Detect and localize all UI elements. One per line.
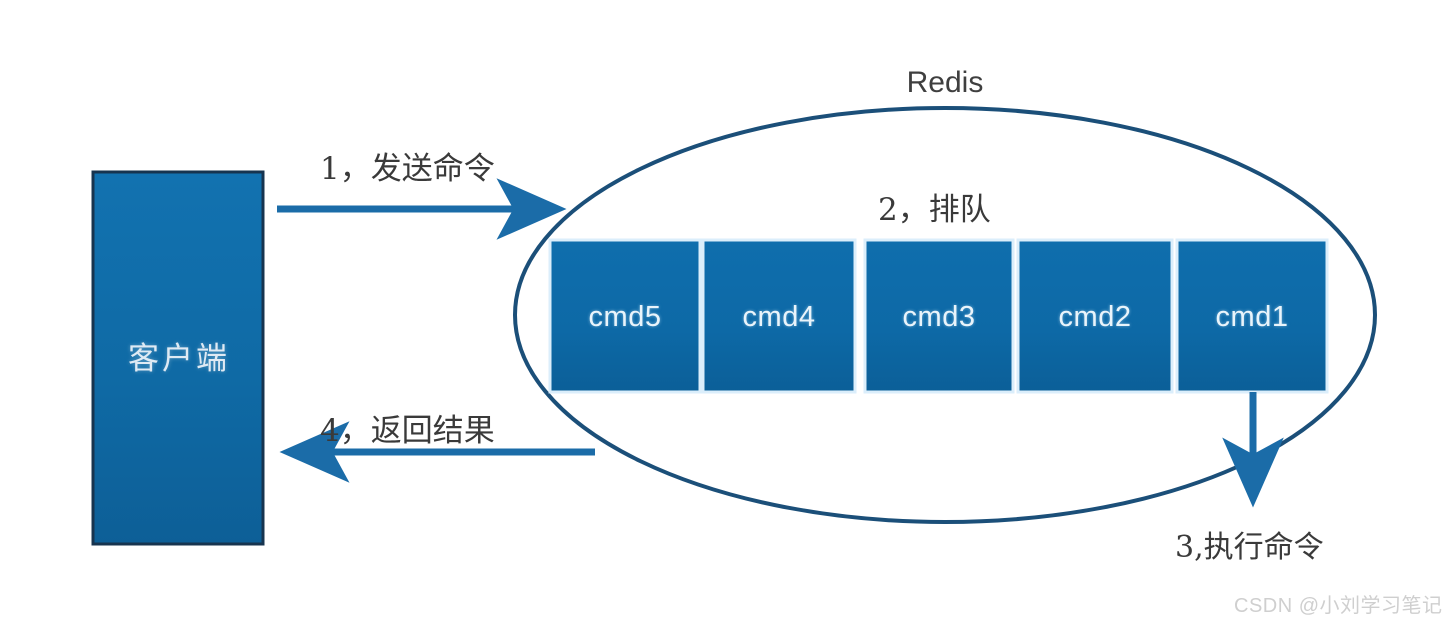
- client-box-label: 客户端: [128, 341, 230, 377]
- cmd-label-cmd2: cmd2: [1058, 301, 1132, 333]
- redis-boundary-ellipse: [513, 106, 1377, 524]
- cmd-label-cmd3: cmd3: [902, 301, 976, 333]
- step-1-label: 1，发送命令: [320, 151, 495, 187]
- cmd-box-cmd4[interactable]: [701, 238, 857, 394]
- redis-title: Redis: [906, 66, 984, 99]
- client-box[interactable]: [91, 170, 265, 546]
- cmd-box-cmd5[interactable]: [548, 238, 702, 394]
- step-3-label: 3,执行命令: [1175, 530, 1324, 565]
- cmd-label-cmd5: cmd5: [588, 301, 662, 333]
- csdn-watermark: CSDN @小刘学习笔记: [1234, 595, 1443, 617]
- cmd-box-cmd1[interactable]: [1175, 238, 1329, 394]
- cmd-label-cmd1: cmd1: [1215, 301, 1289, 333]
- cmd-box-cmd3[interactable]: [863, 238, 1015, 394]
- step-2-label: 2，排队: [878, 192, 991, 228]
- cmd-box-cmd2[interactable]: [1016, 238, 1174, 394]
- cmd-label-cmd4: cmd4: [742, 301, 816, 333]
- step-4-label: 4，返回结果: [320, 413, 495, 449]
